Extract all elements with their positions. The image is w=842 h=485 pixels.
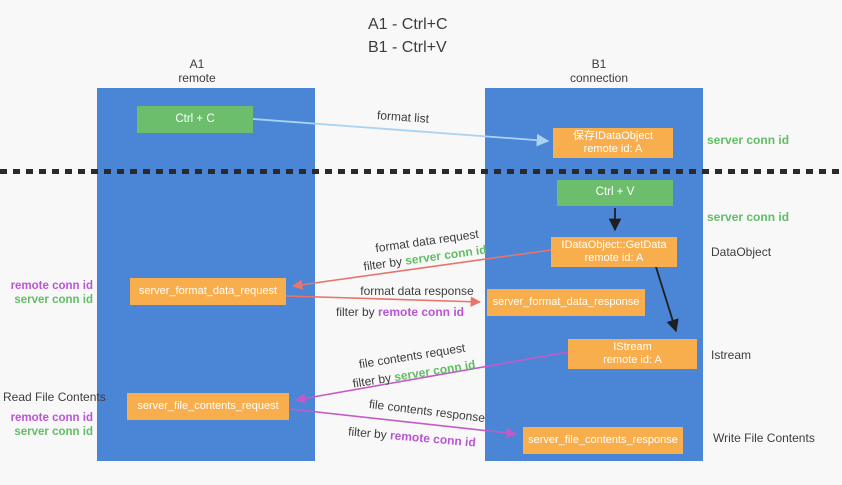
server-format-data-request-box: server_format_data_request — [130, 278, 286, 305]
lifeline-b1-name: B1 — [591, 57, 607, 71]
remote-conn-id-label: remote conn id — [10, 412, 93, 424]
filter-by-text: filter by — [347, 424, 391, 443]
format-list-label: format list — [376, 108, 430, 126]
server-format-data-response-box: server_format_data_response — [487, 289, 645, 316]
remote-conn-id-label: remote conn id — [10, 280, 93, 292]
server-conn-id-label-top: server conn id — [707, 133, 790, 147]
server-file-contents-response-label: server_file_contents_response — [528, 433, 678, 446]
ctrl-c-box: Ctrl + C — [137, 106, 253, 133]
file-contents-response-label: file contents response — [368, 396, 486, 426]
diagram-title: A1 - Ctrl+C B1 - Ctrl+V — [368, 13, 448, 59]
server-conn-id-label: server conn id — [14, 426, 93, 438]
server-file-contents-request-label: server_file_contents_request — [137, 399, 279, 412]
ctrl-c-label: Ctrl + C — [175, 112, 215, 125]
istream-box: IStream remote id: A — [568, 339, 697, 369]
getdata-line1: IDataObject::GetData — [561, 238, 667, 251]
file-contents-response-filter-label: filter by remote conn id — [348, 424, 477, 449]
lifeline-a1-name: A1 — [189, 57, 205, 71]
lifeline-header-b1: B1 connection — [544, 57, 654, 85]
istream-line2: remote id: A — [603, 354, 662, 366]
istream-side-label: Istream — [711, 348, 752, 362]
lifeline-a1-role: remote — [178, 71, 216, 85]
format-data-response-label: format data response — [360, 284, 474, 298]
title-line-1: A1 - Ctrl+C — [368, 16, 448, 33]
read-file-contents-label: Read File Contents — [3, 390, 106, 404]
ctrl-v-box: Ctrl + V — [557, 180, 673, 206]
server-format-data-request-label: server_format_data_request — [138, 284, 278, 297]
server-file-contents-request-box: server_file_contents_request — [127, 393, 289, 420]
remote-conn-id-text: remote conn id — [389, 428, 477, 450]
server-file-contents-response-box: server_file_contents_response — [523, 427, 683, 454]
server-conn-id-label-mid: server conn id — [707, 210, 790, 224]
filter-by-text: filter by — [351, 370, 396, 391]
conn-id-pair-format: remote conn id server conn id — [10, 279, 93, 307]
getdata-line2: remote id: A — [584, 252, 644, 264]
save-idataobject-line1: 保存IDataObject — [572, 129, 654, 142]
server-conn-id-label: server conn id — [14, 294, 93, 306]
write-file-contents-label: Write File Contents — [713, 431, 815, 445]
conn-id-pair-file: remote conn id server conn id — [10, 411, 93, 439]
server-format-data-response-label: server_format_data_response — [492, 295, 640, 308]
filter-by-text: filter by — [335, 305, 378, 319]
format-data-response-filter-label: filter by remote conn id — [336, 305, 464, 319]
save-idataobject-box: 保存IDataObject remote id: A — [553, 128, 673, 158]
filter-by-text: filter by — [362, 253, 407, 274]
dataobject-label: DataObject — [711, 245, 772, 259]
lifeline-header-a1: A1 remote — [142, 57, 252, 85]
title-line-2: B1 - Ctrl+V — [368, 39, 447, 56]
istream-line1: IStream — [613, 340, 652, 353]
lifeline-b1-role: connection — [569, 71, 629, 85]
ctrl-v-label: Ctrl + V — [595, 186, 635, 199]
save-idataobject-line2: remote id: A — [583, 143, 643, 155]
getdata-box: IDataObject::GetData remote id: A — [551, 237, 677, 267]
remote-conn-id-text: remote conn id — [378, 305, 465, 319]
phase-separator-dotted-line — [0, 169, 842, 174]
